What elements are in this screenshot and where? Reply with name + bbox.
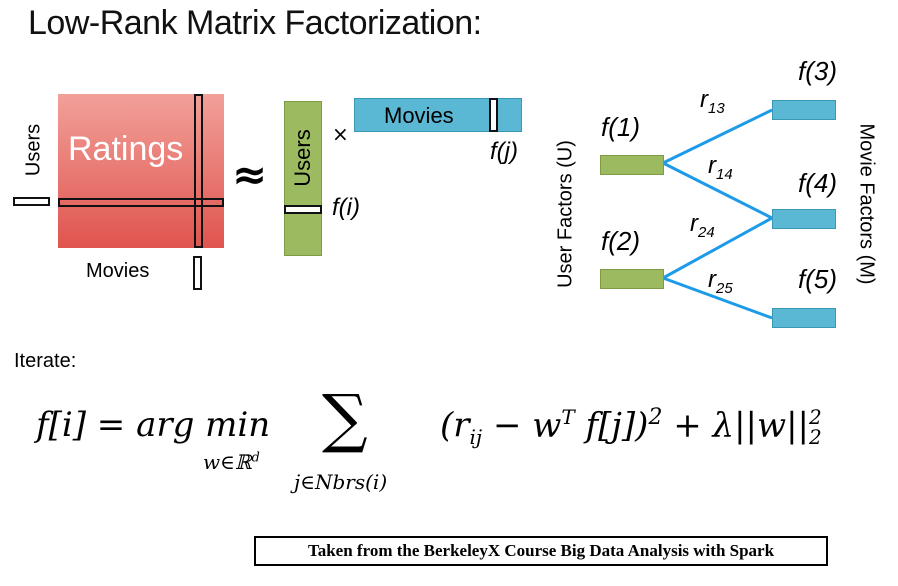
source-caption: Taken from the BerkeleyX Course Big Data… xyxy=(254,536,828,566)
matrix-column-highlight xyxy=(194,94,203,248)
matrix-row-highlight xyxy=(58,198,224,207)
movie-node-f5-label: f(5) xyxy=(798,264,837,294)
fi-row-highlight xyxy=(284,205,322,214)
factor-movies-label: Movies xyxy=(384,103,454,128)
matrix-movies-label: Movies xyxy=(86,260,150,282)
fj-column-highlight xyxy=(489,98,498,132)
update-equation: f[i] = arg min xyxy=(36,405,270,445)
edge-label-r13: r13 xyxy=(700,86,725,117)
edge-r24 xyxy=(662,216,773,280)
sum-subscript: j∈Nbrs(i) xyxy=(294,470,388,494)
movie-node-f4 xyxy=(772,209,836,229)
user-node-f2-label: f(2) xyxy=(601,226,640,256)
edge-label-r25: r25 xyxy=(708,266,733,297)
edge-r25 xyxy=(662,276,773,320)
movie-node-f4-label: f(4) xyxy=(798,168,837,198)
equation-lhs: f[i] = arg min xyxy=(36,405,271,445)
column-indicator-bar xyxy=(193,256,202,290)
user-node-f1-label: f(1) xyxy=(601,112,640,142)
movie-node-f3-label: f(3) xyxy=(798,56,837,86)
row-indicator-bar xyxy=(13,197,50,206)
ratings-label: Ratings xyxy=(68,130,184,168)
edge-r14 xyxy=(662,161,773,220)
edge-label-r14: r14 xyxy=(708,152,733,183)
user-factor-matrix xyxy=(284,101,322,256)
edge-r13 xyxy=(662,108,773,165)
user-node-f2 xyxy=(600,269,664,289)
movie-factors-axis-label: Movie Factors (M) xyxy=(855,123,878,285)
movie-node-f3 xyxy=(772,100,836,120)
fi-label: f(i) xyxy=(332,194,360,221)
user-node-f1 xyxy=(600,155,664,175)
user-factors-axis-label: User Factors (U) xyxy=(554,140,577,288)
approx-symbol: ≈ xyxy=(232,150,268,199)
edge-label-r24: r24 xyxy=(690,210,715,241)
fj-label: f(j) xyxy=(490,138,518,165)
ratings-matrix xyxy=(58,94,224,248)
equation-min-subscript: w∈ℝd xyxy=(203,450,260,474)
page-title: Low-Rank Matrix Factorization: xyxy=(28,4,482,42)
times-symbol: × xyxy=(332,122,349,146)
sum-symbol: ∑ xyxy=(322,382,368,456)
movie-node-f5 xyxy=(772,308,836,328)
iterate-label: Iterate: xyxy=(14,350,77,372)
